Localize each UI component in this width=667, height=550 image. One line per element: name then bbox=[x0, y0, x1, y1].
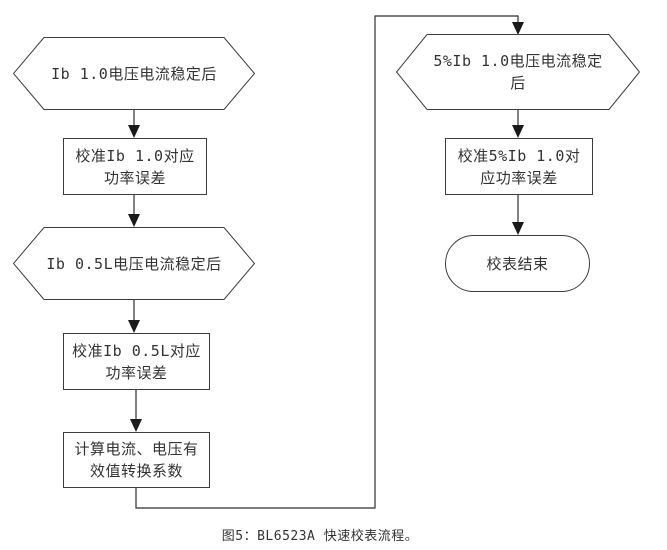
node-label: 校准Ib 1.0对应 功率误差 bbox=[75, 146, 195, 187]
node-preparation-ib05l-stable: Ib 0.5L电压电流稳定后 bbox=[13, 227, 255, 300]
connector-elbow-line bbox=[135, 15, 519, 509]
node-process-calibrate-ib10: 校准Ib 1.0对应 功率误差 bbox=[63, 138, 207, 195]
arrowhead-down-icon bbox=[128, 320, 140, 333]
figure-caption: 图5：BL6523A 快速校表流程。 bbox=[221, 529, 419, 544]
node-label: 计算电流、电压有 效值转换系数 bbox=[74, 440, 199, 480]
node-label: 校准Ib 0.5L对应 功率误差 bbox=[72, 341, 201, 382]
hexagon-shape bbox=[396, 34, 640, 110]
node-terminator-calibration-end: 校表结束 bbox=[445, 235, 590, 292]
arrowhead-down-icon bbox=[128, 125, 140, 138]
hexagon-shape bbox=[13, 227, 255, 300]
node-label: Ib 1.0电压电流稳定后 bbox=[51, 64, 217, 83]
node-process-calc-rms-coefficients: 计算电流、电压有 效值转换系数 bbox=[63, 432, 210, 488]
arrowhead-down-icon bbox=[130, 419, 142, 432]
node-label: 校表结束 bbox=[486, 254, 549, 273]
arrowhead-down-icon bbox=[128, 214, 140, 227]
node-preparation-5pct-ib10-stable: 5%Ib 1.0电压电流稳定 后 bbox=[396, 34, 640, 110]
arrowhead-down-icon bbox=[512, 22, 524, 35]
node-process-calibrate-5pct-ib10: 校准5%Ib 1.0对 应功率误差 bbox=[445, 138, 593, 195]
hexagon-shape bbox=[13, 37, 255, 110]
arrowhead-down-icon bbox=[512, 125, 524, 138]
node-label: Ib 0.5L电压电流稳定后 bbox=[46, 254, 222, 273]
arrowhead-down-icon bbox=[512, 222, 524, 235]
node-label: 校准5%Ib 1.0对 应功率误差 bbox=[457, 146, 581, 187]
node-label: 5%Ib 1.0电压电流稳定 后 bbox=[433, 52, 603, 92]
node-process-calibrate-ib05l: 校准Ib 0.5L对应 功率误差 bbox=[63, 333, 210, 390]
node-preparation-ib10-stable: Ib 1.0电压电流稳定后 bbox=[13, 37, 255, 110]
